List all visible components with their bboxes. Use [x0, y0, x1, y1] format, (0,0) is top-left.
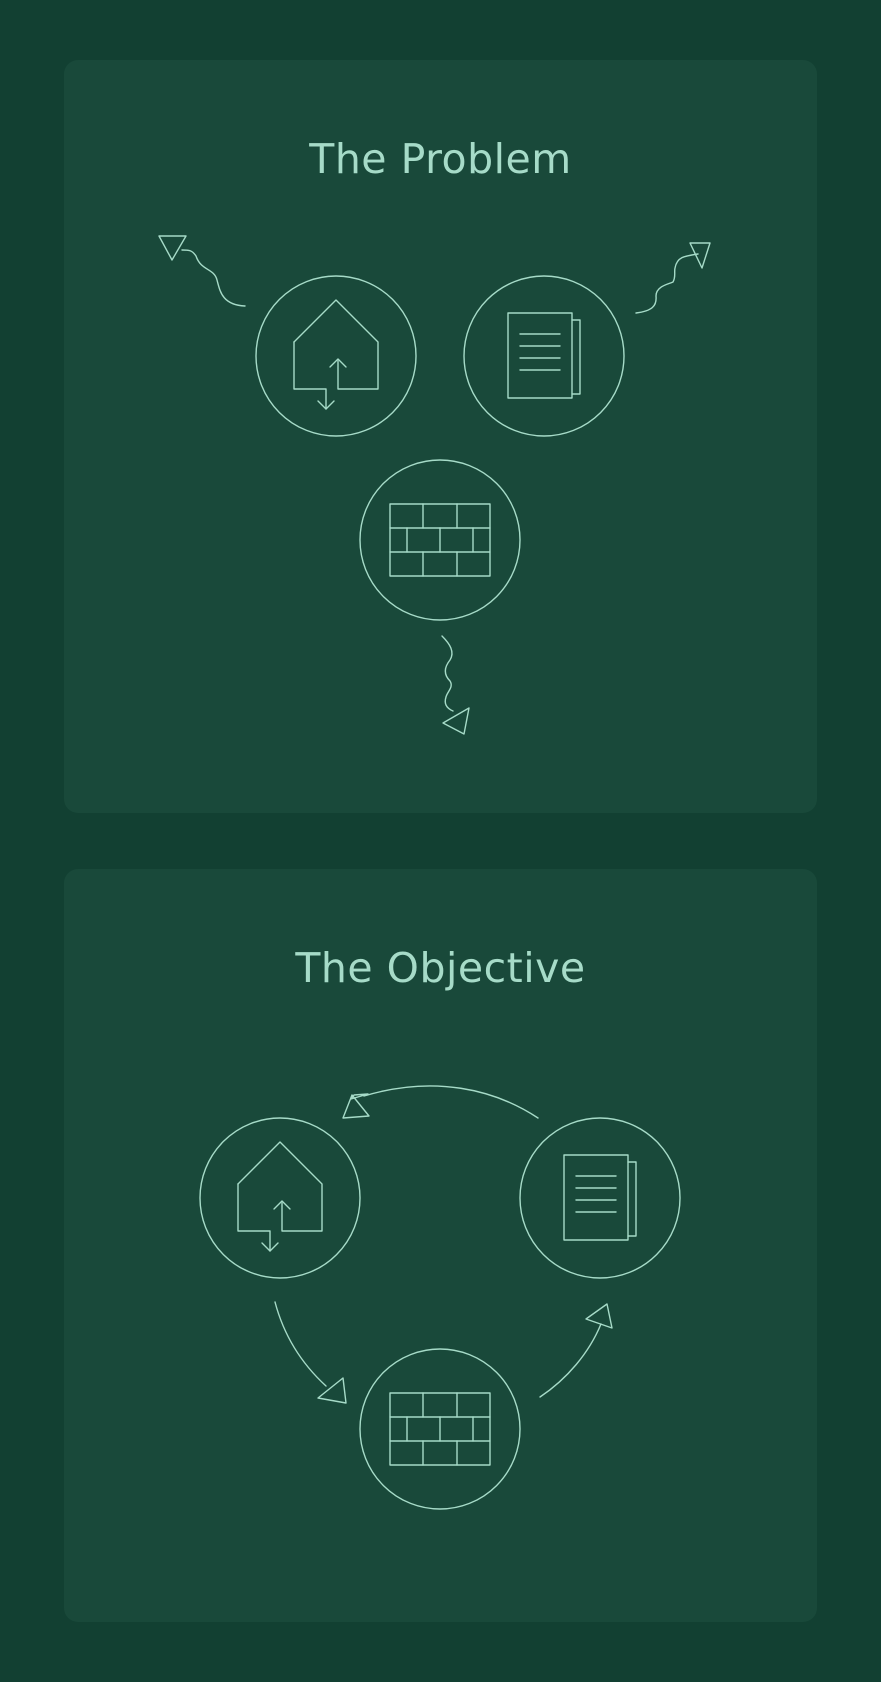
objective-house-node [199, 1117, 361, 1279]
problem-arrow-down [441, 635, 470, 735]
objective-wall-circle [359, 1348, 521, 1510]
cycle-arrow-document-to-house [342, 1085, 539, 1119]
document-icon [563, 1154, 637, 1241]
problem-arrow-upper-right [635, 242, 711, 314]
objective-house-circle [199, 1117, 361, 1279]
cycle-arrow-house-to-wall [274, 1301, 347, 1404]
house-transfer-icon [293, 299, 379, 410]
objective-card: The Objective [64, 869, 817, 1622]
objective-diagram [199, 1085, 681, 1510]
cycle-arrow-wall-to-document [539, 1303, 613, 1398]
document-icon [507, 312, 581, 399]
brick-wall-icon [389, 1392, 491, 1466]
problem-diagram [158, 235, 711, 735]
objective-document-node [519, 1117, 681, 1279]
objective-title: The Objective [295, 944, 586, 992]
problem-house-node [255, 275, 417, 437]
house-transfer-icon [237, 1141, 323, 1252]
problem-wall-node [359, 459, 521, 621]
problem-wall-circle [359, 459, 521, 621]
problem-card: The Problem [64, 60, 817, 813]
problem-document-circle [463, 275, 625, 437]
objective-wall-node [359, 1348, 521, 1510]
brick-wall-icon [389, 503, 491, 577]
problem-arrow-upper-left [158, 235, 246, 307]
problem-document-node [463, 275, 625, 437]
objective-document-circle [519, 1117, 681, 1279]
problem-title: The Problem [309, 135, 572, 183]
problem-house-circle [255, 275, 417, 437]
